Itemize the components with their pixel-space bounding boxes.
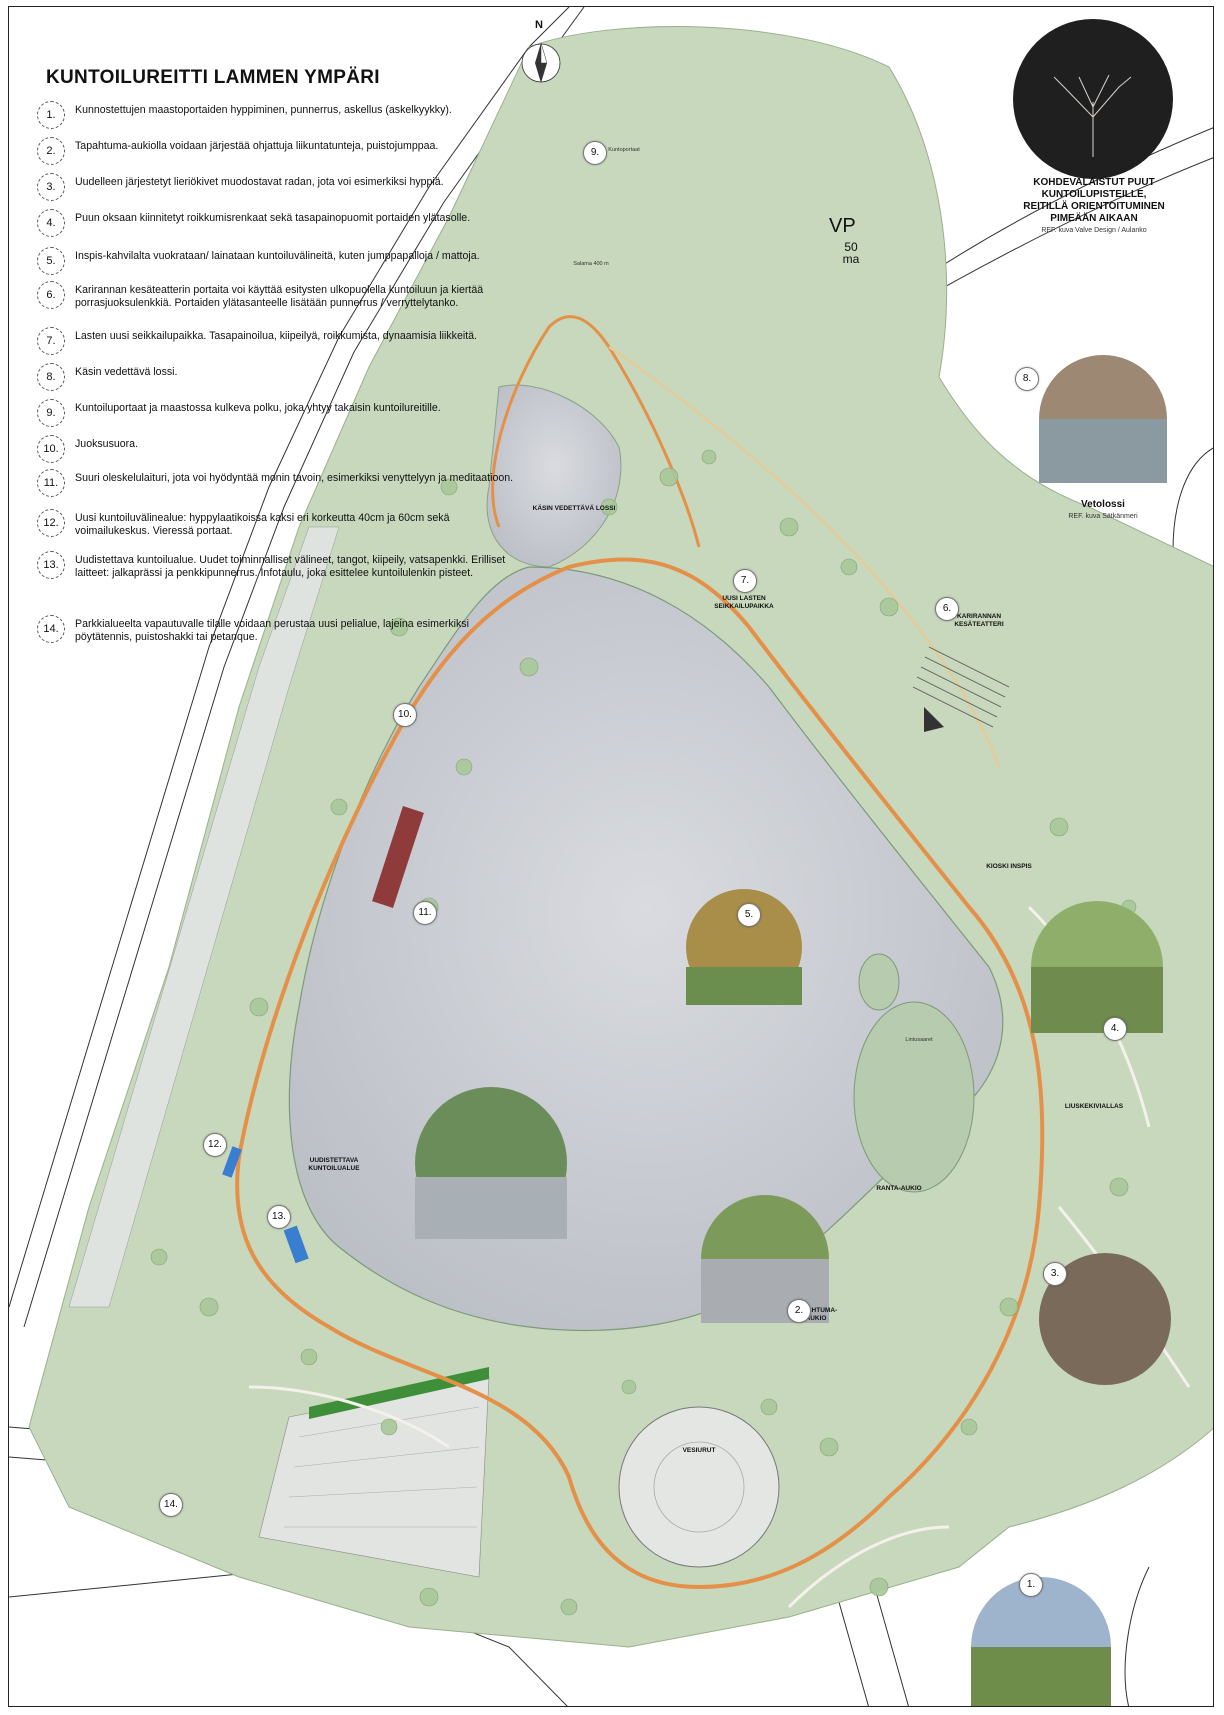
marker-7: 7. bbox=[733, 569, 757, 593]
marker-10: 10. bbox=[393, 703, 417, 727]
marker-1: 1. bbox=[1019, 1573, 1043, 1597]
grass-texture bbox=[509, 46, 919, 428]
marker-5: 5. bbox=[737, 903, 761, 927]
marker-3: 3. bbox=[1043, 1262, 1067, 1286]
label-karirannan: KARIRANNAN KESÄTEATTERI bbox=[954, 613, 1004, 628]
label-lintusaaret: Lintusaaret bbox=[905, 1037, 933, 1043]
equipment-13 bbox=[283, 1225, 309, 1264]
island-small bbox=[858, 953, 900, 1011]
grass-texture-east bbox=[649, 377, 1199, 767]
equipment-12 bbox=[222, 1146, 242, 1178]
marker-12: 12. bbox=[203, 1133, 227, 1157]
night-lighting-ref: REF. kuva Valve Design / Aulanko bbox=[1041, 227, 1147, 234]
label-salama: Salama 400 m bbox=[573, 261, 609, 267]
label-tapahtuma: TAPAHTUMA-AUKIO bbox=[794, 1307, 838, 1322]
west-parking-strip bbox=[68, 526, 340, 1308]
marker-11: 11. bbox=[413, 901, 437, 925]
label-uusi-lasten: UUSI LASTEN SEIKKAILUPAIKKA bbox=[714, 595, 774, 610]
label-kasin-vedettava-lossi: KÄSIN VEDETTÄVÄ LOSSI bbox=[532, 505, 616, 512]
marker-14: 14. bbox=[159, 1493, 183, 1517]
pier bbox=[372, 806, 424, 908]
amphitheatre bbox=[912, 646, 1010, 728]
label-vesiurut: VESIURUT bbox=[682, 1447, 716, 1454]
island-large bbox=[853, 1001, 975, 1193]
upper-pond bbox=[486, 384, 622, 568]
label-kioski: KIOSKI INSPIS bbox=[986, 863, 1032, 870]
marker-6: 6. bbox=[935, 597, 959, 621]
marker-2: 2. bbox=[787, 1299, 811, 1323]
vp-sub-2: ma bbox=[842, 252, 860, 266]
page-title: KUNTOILUREITTI LAMMEN YMPÄRI bbox=[46, 67, 380, 88]
label-ranta-aukio: RANTA-AUKIO bbox=[876, 1185, 922, 1192]
label-kuntoportaat: Kuntoportaat bbox=[608, 147, 640, 153]
label-liuskekivi: LIUSKEKIVIALLAS bbox=[1064, 1103, 1124, 1110]
marker-8: 8. bbox=[1015, 367, 1039, 391]
park-plan-map bbox=[9, 7, 1213, 1706]
ferry-title: Vetolossi bbox=[1081, 499, 1125, 510]
side-path bbox=[608, 345, 1001, 768]
map-sheet: KUNTOILUREITTI LAMMEN YMPÄRI N 1.Kunnost… bbox=[8, 6, 1214, 1707]
running-route bbox=[235, 557, 1045, 1590]
north-label: N bbox=[535, 19, 543, 31]
vp-label: VP bbox=[829, 215, 856, 237]
night-lighting-title: KOHDEVALAISTUT PUUT KUNTOILUPISTEILLE, R… bbox=[1023, 177, 1165, 224]
vesiurut-circle bbox=[618, 1406, 780, 1568]
label-uudistettava: UUDISTETTAVA KUNTOILUALUE bbox=[308, 1157, 360, 1172]
vp-sub-1: 50 bbox=[844, 240, 858, 254]
north-arrow bbox=[521, 42, 561, 83]
ferry-ref: REF. kuva Sätkänmeri bbox=[1068, 513, 1138, 520]
photo-circles bbox=[415, 19, 1173, 1706]
marker-9: 9. bbox=[583, 141, 607, 165]
marker-13: 13. bbox=[267, 1205, 291, 1229]
marker-4: 4. bbox=[1103, 1017, 1127, 1041]
